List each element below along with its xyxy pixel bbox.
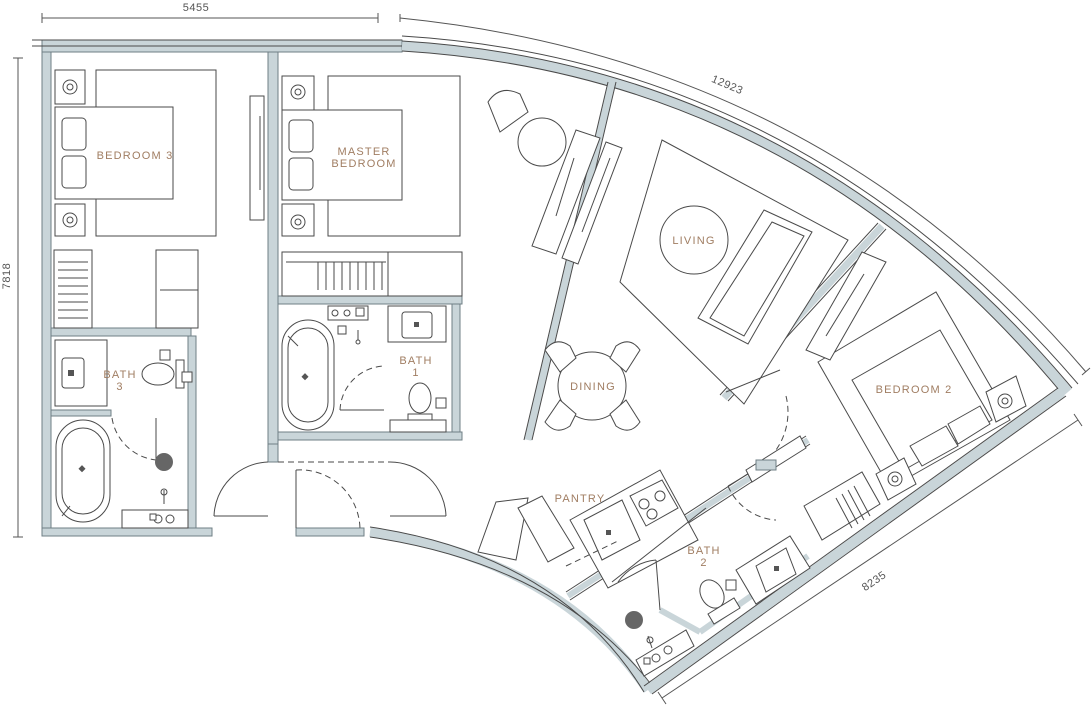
bedroom-2: BEDROOM 2 — [725, 251, 1027, 541]
room-label-pantry: PANTRY — [555, 493, 606, 505]
dining: DINING — [544, 341, 641, 431]
dimension-bottom-right-label: 8235 — [860, 569, 889, 594]
toilet-bath-1 — [408, 382, 432, 414]
outer-walls — [32, 35, 1079, 695]
room-label-bath-1-b: 1 — [412, 367, 419, 379]
master-bedroom: MASTER BEDROOM — [281, 75, 463, 297]
wall-divider-bedrooms — [267, 51, 279, 445]
wall-bottom-mid — [295, 527, 365, 537]
bath-2: BATH 2 — [617, 435, 811, 677]
room-label-bedroom-3: BEDROOM 3 — [97, 150, 174, 162]
room-label-bath-3-a: BATH — [103, 369, 136, 381]
room-label-bath-1-a: BATH — [399, 355, 432, 367]
bedroom-3: BEDROOM 3 — [53, 69, 265, 329]
room-label-bath-2-a: BATH — [687, 545, 720, 557]
coffee-table — [659, 205, 729, 275]
dimension-top: 5455 — [41, 2, 379, 23]
entry — [213, 443, 447, 531]
bath-1: BATH 1 — [281, 305, 447, 433]
room-label-bath-3-b: 3 — [116, 381, 123, 393]
dimension-bottom-right: 8235 — [657, 413, 1083, 705]
room-label-living: LIVING — [672, 235, 715, 247]
toilet-bath-3 — [141, 362, 175, 386]
room-label-master-1: MASTER — [337, 146, 390, 158]
bath-3: BATH 3 — [54, 339, 193, 529]
sofa-living — [697, 209, 813, 345]
dimension-top-label: 5455 — [183, 2, 209, 14]
room-label-bath-2-b: 2 — [700, 557, 707, 569]
wall-bottom-left — [41, 527, 213, 537]
dimension-left: 7818 — [1, 57, 23, 538]
living: LIVING — [487, 89, 849, 405]
pantry: PANTRY — [477, 469, 707, 589]
dimension-left-label: 7818 — [1, 263, 13, 289]
room-label-bedroom-2: BEDROOM 2 — [876, 384, 953, 396]
room-label-master-2: BEDROOM — [331, 158, 396, 170]
dimension-curve-label: 12923 — [710, 73, 745, 97]
room-label-dining: DINING — [570, 381, 616, 393]
wall-left — [41, 51, 52, 537]
dining-table — [557, 351, 627, 421]
